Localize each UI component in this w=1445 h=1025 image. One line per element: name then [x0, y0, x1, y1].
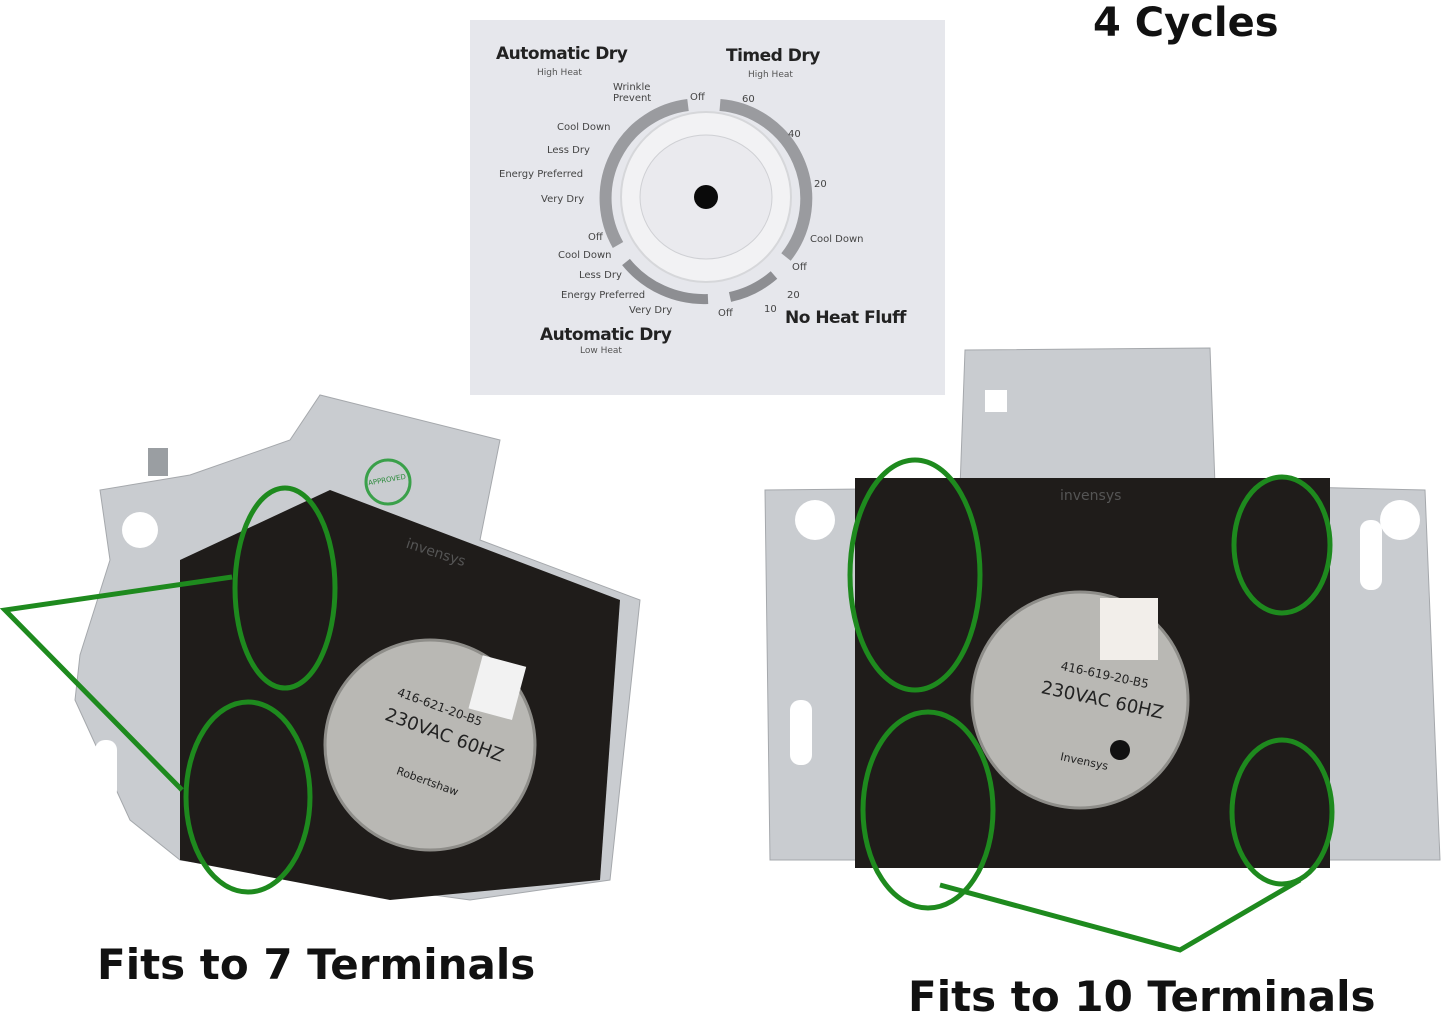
- section-subtitle: High Heat: [748, 70, 793, 80]
- dial-label: Very Dry: [541, 194, 585, 205]
- dial-label: Cool Down: [557, 122, 611, 133]
- pointer-line: [939, 877, 1302, 953]
- pointer-line: [0, 574, 233, 792]
- section-title: Automatic Dry: [540, 325, 672, 345]
- terminal-highlight: [183, 699, 313, 895]
- terminal-highlight: [1231, 474, 1333, 616]
- dial-label: Energy Preferred: [561, 290, 646, 301]
- motor-brand: invensys: [1060, 488, 1122, 504]
- terminal-highlight: [860, 709, 996, 911]
- headline: 4 Cycles: [1093, 0, 1279, 46]
- section-subtitle: High Heat: [537, 68, 582, 78]
- dial-label: 10: [764, 304, 777, 315]
- terminal-highlight: [232, 485, 338, 691]
- dial-label: Off: [718, 308, 733, 319]
- dial-label: Less Dry: [579, 270, 622, 281]
- dial-label: 40: [788, 129, 801, 140]
- right-caption: Fits to 10 Terminals: [908, 972, 1376, 1021]
- section-subtitle: Low Heat: [580, 346, 622, 356]
- dial-label: Cool Down: [810, 234, 864, 245]
- dial-label: Very Dry: [629, 305, 673, 316]
- dial-label: Cool Down: [558, 250, 612, 261]
- left-caption: Fits to 7 Terminals: [97, 940, 536, 989]
- terminal-highlight: [847, 457, 983, 693]
- dial-label: Less Dry: [547, 145, 590, 156]
- left-timer: [74, 394, 641, 901]
- dial-graphic: [599, 99, 813, 305]
- dial-label: Energy Preferred: [499, 169, 584, 180]
- dial-label: Off: [588, 232, 603, 243]
- dial-label: Wrinkle Prevent: [613, 82, 652, 104]
- dial-label: 20: [787, 290, 800, 301]
- section-title: Automatic Dry: [496, 44, 628, 64]
- right-timer: [764, 347, 1441, 868]
- section-title: No Heat Fluff: [785, 308, 906, 328]
- dial-label: 20: [814, 179, 827, 190]
- terminal-highlight: [1229, 737, 1335, 887]
- section-title: Timed Dry: [726, 46, 820, 66]
- dial-label: Off: [792, 262, 807, 273]
- dryer-dial-panel: Automatic Dry High Heat Timed Dry High H…: [470, 20, 945, 395]
- dial-label: Off: [690, 92, 705, 103]
- dial-label: 60: [742, 94, 755, 105]
